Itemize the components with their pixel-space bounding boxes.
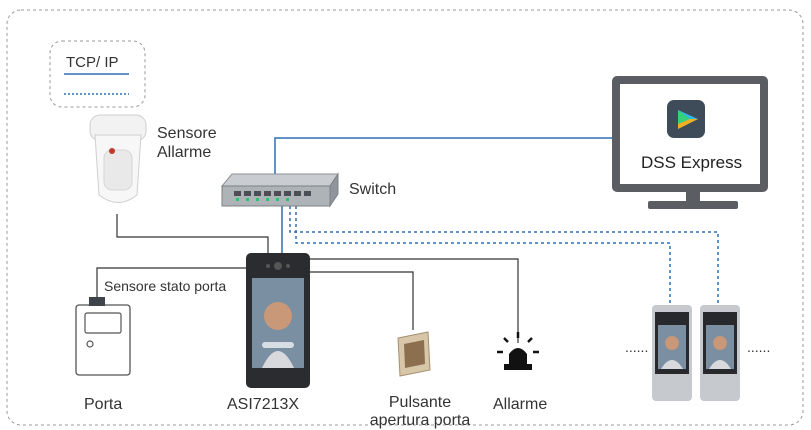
remote-terminal-2 (700, 305, 740, 401)
exit-button-label: Pulsante apertura porta (370, 394, 471, 430)
network-switch (220, 172, 339, 208)
dss-express-logo (667, 100, 705, 138)
wire-alarm (308, 258, 519, 343)
dss-express-monitor (612, 76, 768, 209)
exit-button-label-line2: apertura porta (369, 412, 471, 429)
door-status-sensor (89, 297, 105, 306)
siren-icon (497, 332, 539, 370)
door-device (75, 297, 131, 376)
alarm-sensor-label: Sensore Allarme (157, 124, 217, 162)
switch-label: Switch (349, 181, 397, 198)
tcp-dashed-link-terminal-1 (295, 206, 671, 306)
wire-alarm-sensor (116, 214, 269, 258)
exit-button-label-line1: Pulsante (388, 394, 452, 411)
dss-express-label: DSS Express (641, 153, 743, 172)
ellipsis-right: ...... (747, 339, 770, 355)
exit-button-device (397, 331, 431, 377)
tcp-dashed-link-terminal-2 (289, 206, 719, 306)
legend (49, 40, 146, 108)
wire-exit-button (308, 271, 414, 330)
alarm-sensor-label-line1: Sensore (157, 125, 217, 142)
alarm-label: Allarme (493, 396, 548, 413)
alarm-sensor-device (89, 114, 147, 203)
terminal-label: ASI7213X (227, 396, 300, 413)
asi7213x-terminal (246, 253, 310, 388)
connections (96, 114, 719, 343)
ellipsis-left: ...... (625, 339, 648, 355)
legend-frame (49, 40, 146, 108)
wire-door-sensor (96, 267, 250, 298)
door-label: Porta (84, 396, 123, 413)
diagram-frame (6, 9, 804, 426)
remote-terminal-1 (652, 305, 692, 401)
legend-title: TCP/ IP (66, 54, 119, 71)
alarm-sensor-label-line2: Allarme (157, 144, 212, 161)
door-status-sensor-label: Sensore stato porta (104, 278, 227, 294)
